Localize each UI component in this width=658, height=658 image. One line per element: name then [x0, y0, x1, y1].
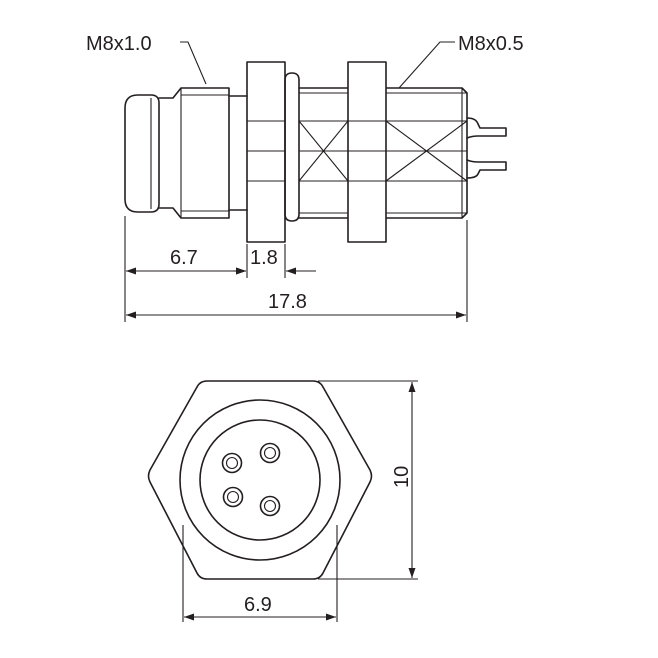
leader-thread-rear	[398, 41, 455, 89]
front-view: 10 6.9	[147, 380, 418, 622]
label-thread-front: M8x1.0	[86, 33, 152, 55]
label-dim-hex-height: 10	[391, 466, 413, 488]
label-thread-rear: M8x0.5	[458, 33, 524, 55]
label-dim-hex-width: 6.9	[244, 594, 272, 616]
hex-nut-rear	[347, 61, 387, 243]
rear-thread-body	[298, 87, 468, 219]
label-dim-nut-thickness: 1.8	[250, 247, 278, 269]
solder-pin-upper	[466, 117, 507, 139]
socket-outer-ring	[179, 399, 341, 561]
o-ring	[284, 72, 300, 222]
solder-pin-lower	[466, 159, 507, 179]
label-dim-total-length: 17.8	[268, 291, 307, 313]
front-thread-body	[158, 87, 230, 219]
hex-nut-front	[246, 61, 286, 243]
label-dim-front-length: 6.7	[170, 247, 198, 269]
front-plug	[124, 94, 160, 213]
leader-thread-front	[180, 41, 207, 85]
side-view: M8x1.0 M8x0.5 6.7 1.8 17.8	[86, 33, 524, 322]
pin-hole-1	[221, 452, 243, 474]
pin-hole-3	[222, 486, 244, 508]
pin-hole-4	[259, 495, 281, 517]
pin-hole-2	[259, 442, 281, 464]
socket-face	[199, 419, 321, 541]
rear-body-cross-2	[298, 120, 349, 182]
hex-flange	[147, 380, 373, 580]
rear-body-cross-4	[385, 120, 468, 182]
